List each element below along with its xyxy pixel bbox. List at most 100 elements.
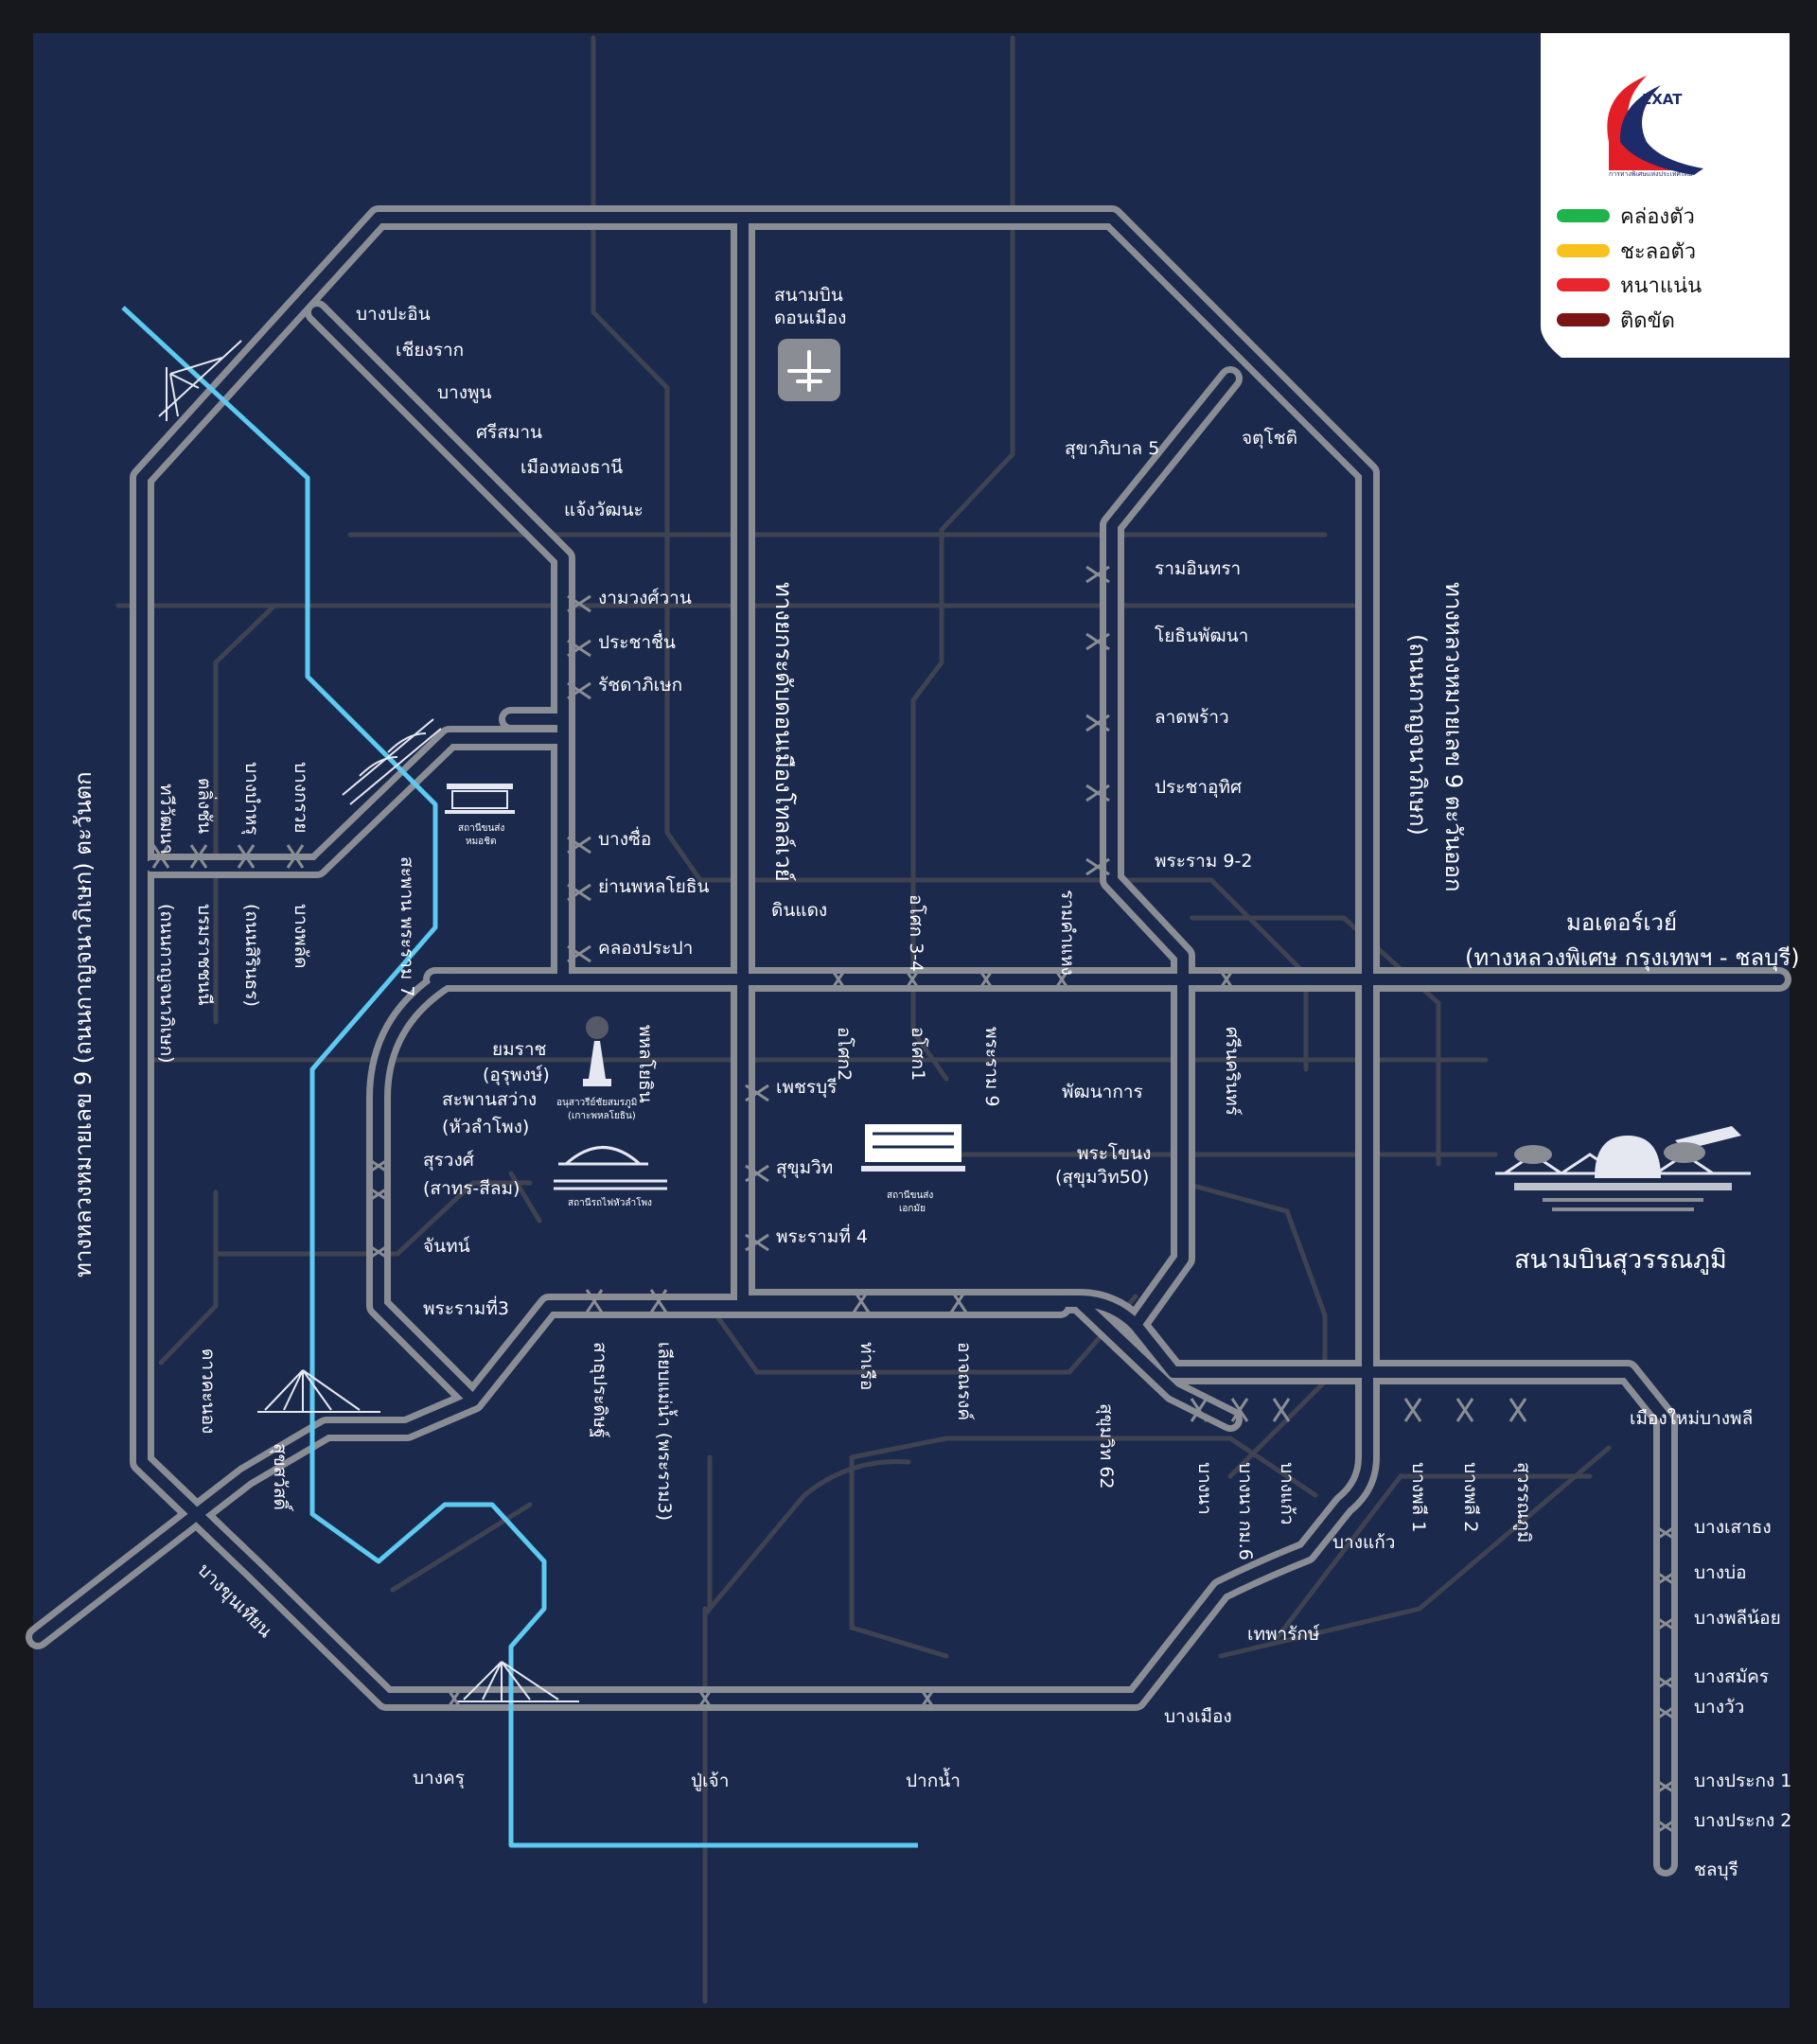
exit-phetchaburi: เพชรบุรี — [776, 1077, 837, 1099]
exit-ram-inthra: รามอินทรา — [1155, 558, 1241, 579]
ekkamai-label-1: สถานีขนส่ง — [887, 1189, 933, 1201]
exit-bang-bamru: บางบำหรุ — [240, 762, 262, 835]
exit-bang-sao-thong: บางเสาธง — [1694, 1517, 1772, 1538]
exit-bang-khru: บางครุ — [413, 1768, 465, 1789]
exit-tick — [585, 1289, 604, 1313]
exit-rama-9: พระราม 9 — [981, 1027, 1002, 1106]
exit-asok-2: อโศก2 — [834, 1027, 856, 1081]
exit-tick — [745, 1084, 769, 1102]
exit-bang-phlat: บางพลัด — [291, 904, 311, 969]
svg-text:คล่องตัว: คล่องตัว — [1620, 205, 1695, 229]
exit-chaeng-watthana: แจ้งวัฒนะ — [564, 500, 644, 520]
mo-chit-label-2: หมอชิต — [466, 837, 496, 847]
exit-ratchadaphisek: รัชดาภิเษก — [598, 675, 682, 696]
svg-text:การทางพิเศษแห่งประเทศไทย: การทางพิเศษแห่งประเทศไทย — [1609, 169, 1692, 178]
exit-tick — [977, 967, 996, 992]
exit-chan: จันทน์ — [423, 1236, 470, 1257]
don-mueang-label-2: ดอนเมือง — [774, 308, 846, 328]
exit-bang-wua: บางวัว — [1694, 1697, 1744, 1718]
svg-text:ชะลอตัว: ชะลอตัว — [1620, 240, 1696, 264]
exit-labels: บางปะอิน เชียงราก บางพูน ศรีสมาน เมืองทอ… — [156, 304, 1791, 1881]
exit-tick — [1085, 784, 1110, 802]
exit-bang-pakong-1: บางประกง 1 — [1694, 1771, 1791, 1791]
expressways — [26, 205, 1791, 1877]
exit-tick — [567, 681, 591, 700]
exit-taling-chan: ตลิ่งชัน — [194, 778, 218, 834]
exit-tick — [745, 1233, 769, 1252]
don-mueang-label-1: สนามบิน — [774, 285, 843, 306]
exit-yommarat-2: (อุรุพงษ์) — [483, 1065, 550, 1086]
bridge-south-icon — [456, 1661, 579, 1702]
exit-pracha-uthit: ประชาอุทิศ — [1155, 777, 1242, 799]
exit-mueang-thong: เมืองทองธานี — [520, 457, 623, 478]
east-ring-label-1: ทางหลวงหมายเลข 9 ตะวันออก — [1440, 582, 1467, 891]
exit-bang-phun: บางพูน — [437, 382, 492, 403]
exit-saphan-sawang-1: สะพานสว่าง — [442, 1089, 537, 1110]
exit-tick — [1403, 1398, 1422, 1422]
exit-tick — [1653, 1703, 1678, 1722]
svg-text:EXAT: EXAT — [1642, 91, 1683, 108]
exit-rama9-2: พระราม 9-2 — [1155, 851, 1252, 872]
legend-item-congested: ติดขัด — [1557, 309, 1675, 333]
exit-yothin-phatthana: โยธินพัฒนา — [1155, 625, 1248, 646]
exit-tick — [1217, 967, 1236, 992]
exit-saphan-sawang-2: (หัวลำโพง) — [442, 1116, 529, 1137]
exit-chiang-rak: เชียงราก — [396, 340, 464, 361]
bridge-north-icon — [158, 340, 242, 421]
exit-tick — [286, 844, 305, 869]
exit-bang-pakong-2: บางประกง 2 — [1694, 1810, 1791, 1831]
exit-tick — [1190, 1398, 1208, 1422]
exit-sathu-pradit: สาธุประดิษฐ์ — [589, 1342, 610, 1438]
exit-bang-phli-noi: บางพลีน้อย — [1694, 1608, 1781, 1629]
svg-text:ติดขัด: ติดขัด — [1620, 309, 1675, 333]
east-ring-label-2: (ถนนกาญจนาภิเษก) — [1404, 634, 1431, 836]
exit-si-saman: ศรีสมาน — [476, 422, 542, 443]
exit-tick — [1085, 857, 1110, 876]
exit-tick — [1653, 1817, 1678, 1836]
exit-rama-4: พระรามที่ 4 — [776, 1224, 868, 1247]
exit-ngam-wong-wan: งามวงศ์วาน — [598, 588, 692, 608]
exit-tick — [1052, 967, 1071, 992]
exit-tick — [1653, 1777, 1678, 1796]
exat-logo: EXAT การทางพิเศษแห่งประเทศไทย — [1607, 76, 1703, 178]
motorway-label-1: มอเตอร์เวย์ — [1566, 909, 1677, 936]
exit-borommaratchachonnani: บรมราชชนนี — [194, 904, 215, 1005]
exit-tick — [366, 1242, 391, 1261]
exit-tick — [567, 639, 591, 658]
exit-tick — [1085, 714, 1110, 732]
exit-pak-nam: ปากน้ำ — [906, 1768, 961, 1791]
exit-tick — [696, 1686, 714, 1711]
exit-sukhaphiban-5: สุขาภิบาล 5 — [1065, 438, 1159, 460]
legend-item-free-flow: คล่องตัว — [1557, 205, 1695, 229]
exit-tick — [151, 844, 170, 869]
exit-bang-mueang: บางเมือง — [1164, 1706, 1232, 1727]
exit-bang-phli-2: บางพลี 2 — [1460, 1462, 1481, 1532]
exit-bang-sue: บางซื่อ — [598, 826, 651, 850]
exit-pu-chao: ปู่เจ้า — [691, 1771, 729, 1791]
legend-item-heavy: หนาแน่น — [1557, 274, 1702, 298]
suvarnabhumi-label: สนามบินสุวรรณภูมิ — [1514, 1245, 1727, 1276]
hua-lamphong-label: สถานีรถไฟหัวลำโพง — [568, 1196, 652, 1208]
exit-sukhumvit-62: สุขุมวิท 62 — [1095, 1403, 1117, 1489]
exit-bang-kaeo-up: บางแก้ว — [1277, 1462, 1297, 1524]
chao-phraya-river — [121, 306, 918, 1848]
exit-chon-buri: ชลบุรี — [1694, 1859, 1738, 1881]
bridge-bhumibol-icon — [257, 1369, 380, 1413]
victory-monument-label-1: อนุสาวรีย์ชัยสมรภูมิ — [556, 1097, 637, 1108]
exit-rama-3: พระรามที่3 — [423, 1295, 509, 1319]
bridge-icons — [158, 340, 579, 1702]
exit-bang-bo: บางบ่อ — [1694, 1562, 1746, 1583]
mo-chit-label-1: สถานีขนส่ง — [458, 822, 504, 834]
exit-khlong-prapa: คลองประปา — [598, 938, 693, 959]
ekkamai-label-2: เอกมัย — [899, 1204, 926, 1214]
exit-tick — [829, 967, 848, 992]
exit-tick — [1085, 632, 1110, 651]
exit-ticks — [151, 565, 1678, 1836]
exit-bang-samak: บางสมัคร — [1694, 1666, 1769, 1687]
don-mueang-tollway-label: ทางยกระดับดอนเมืองโทลล์เวย์ — [770, 582, 797, 882]
exit-rama-7-bridge: สะพาน พระราม 7 — [397, 856, 417, 996]
exit-prachachuen: ประชาชื่น — [598, 629, 676, 653]
victory-monument-label-2: (เกาะพหลโยธิน) — [568, 1109, 636, 1121]
exit-bang-na-km6: บางนา กม.6 — [1235, 1462, 1256, 1560]
